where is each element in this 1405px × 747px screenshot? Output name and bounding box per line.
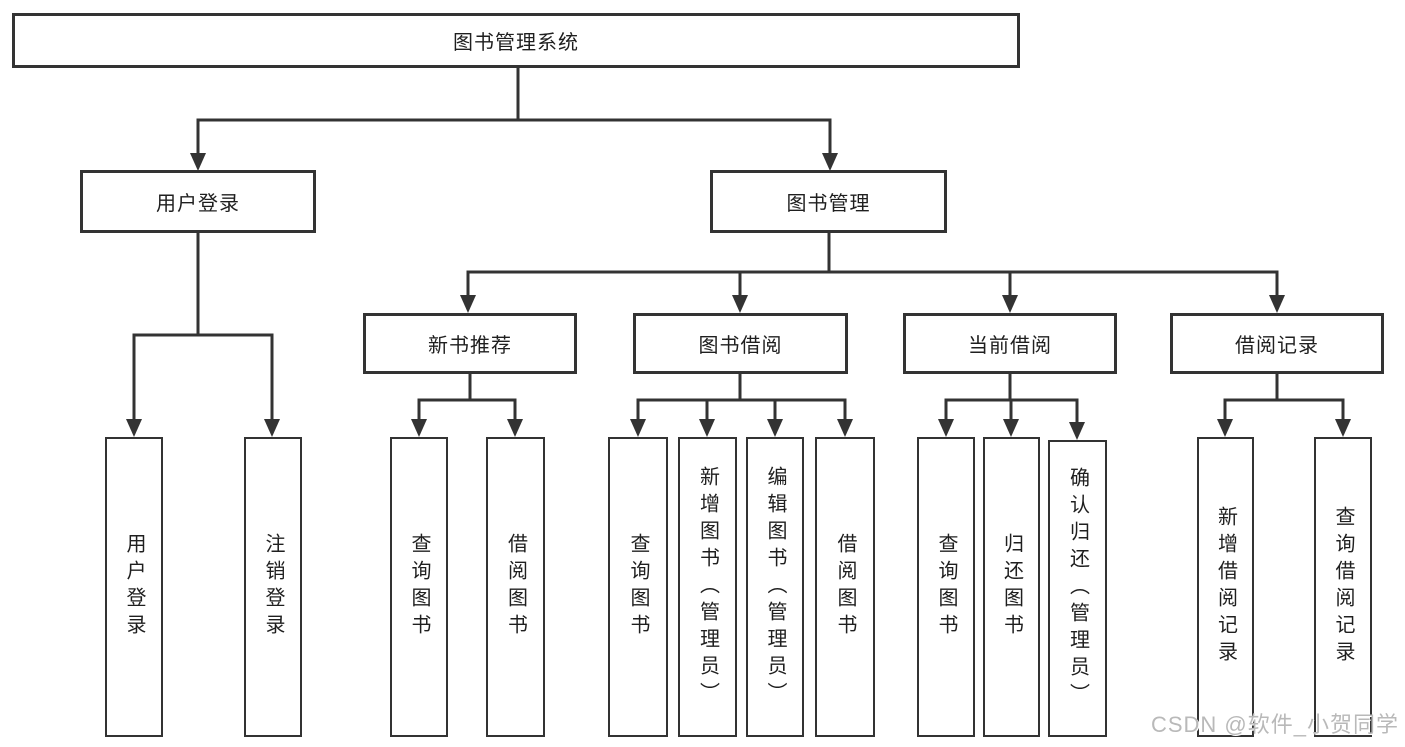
leaf-add-book-admin-label: 新增图书（管理员）: [696, 465, 719, 709]
node-borrow-record: 借阅记录: [1170, 313, 1384, 374]
leaf-confirm-return-admin: 确认归还（管理员）: [1048, 440, 1107, 737]
leaf-user-login-label: 用户登录: [123, 533, 145, 641]
node-user-login: 用户登录: [80, 170, 316, 233]
leaf-query-book-3: 查询图书: [917, 437, 975, 737]
leaf-query-book-1-label: 查询图书: [408, 533, 430, 641]
leaf-logout-label: 注销登录: [262, 533, 284, 641]
leaf-add-book-admin: 新增图书（管理员）: [678, 437, 737, 737]
node-new-book-recommend: 新书推荐: [363, 313, 577, 374]
leaf-query-book-1: 查询图书: [390, 437, 448, 737]
leaf-borrow-book-1: 借阅图书: [486, 437, 545, 737]
leaf-query-borrow-record-label: 查询借阅记录: [1332, 506, 1354, 668]
leaf-borrow-book-1-label: 借阅图书: [504, 533, 527, 641]
leaf-borrow-book-2-label: 借阅图书: [834, 533, 856, 641]
leaf-query-borrow-record: 查询借阅记录: [1314, 437, 1372, 737]
node-current-borrow: 当前借阅: [903, 313, 1117, 374]
leaf-borrow-book-2: 借阅图书: [815, 437, 875, 737]
leaf-add-borrow-record: 新增借阅记录: [1197, 437, 1254, 737]
node-current-borrow-label: 当前借阅: [968, 335, 1052, 357]
leaf-return-book-label: 归还图书: [1000, 533, 1023, 641]
node-book-management: 图书管理: [710, 170, 947, 233]
node-new-book-recommend-label: 新书推荐: [428, 335, 512, 357]
leaf-edit-book-admin-label: 编辑图书（管理员）: [764, 465, 786, 709]
leaf-query-book-3-label: 查询图书: [935, 533, 957, 641]
leaf-logout: 注销登录: [244, 437, 302, 737]
leaf-query-book-2-label: 查询图书: [627, 533, 649, 641]
node-borrow-record-label: 借阅记录: [1235, 335, 1319, 357]
node-book-borrow-label: 图书借阅: [698, 335, 783, 357]
node-user-login-label: 用户登录: [156, 193, 240, 215]
node-root-label: 图书管理系统: [453, 32, 579, 54]
node-root-system: 图书管理系统: [12, 13, 1020, 68]
node-book-borrow: 图书借阅: [633, 313, 848, 374]
csdn-watermark: CSDN @软件_小贺同学: [1150, 712, 1399, 737]
node-book-management-label: 图书管理: [786, 193, 871, 215]
leaf-query-book-2: 查询图书: [608, 437, 668, 737]
leaf-user-login: 用户登录: [105, 437, 163, 737]
leaf-confirm-return-admin-label: 确认归还（管理员）: [1066, 467, 1089, 710]
leaf-edit-book-admin: 编辑图书（管理员）: [746, 437, 804, 737]
leaf-return-book: 归还图书: [983, 437, 1040, 737]
leaf-add-borrow-record-label: 新增借阅记录: [1214, 506, 1237, 668]
